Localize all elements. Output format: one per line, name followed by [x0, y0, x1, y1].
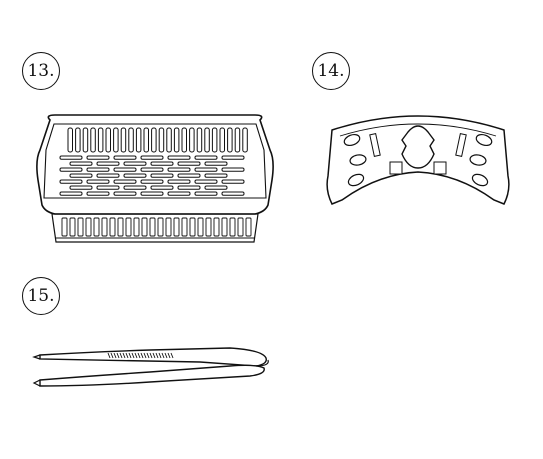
part-15-label: 15. [22, 277, 60, 315]
basket-drawing [30, 110, 280, 250]
part-13-label: 13. [22, 52, 60, 90]
bracket-drawing [318, 112, 518, 212]
part-14-label: 14. [312, 52, 350, 90]
tweezers-drawing [30, 340, 280, 390]
